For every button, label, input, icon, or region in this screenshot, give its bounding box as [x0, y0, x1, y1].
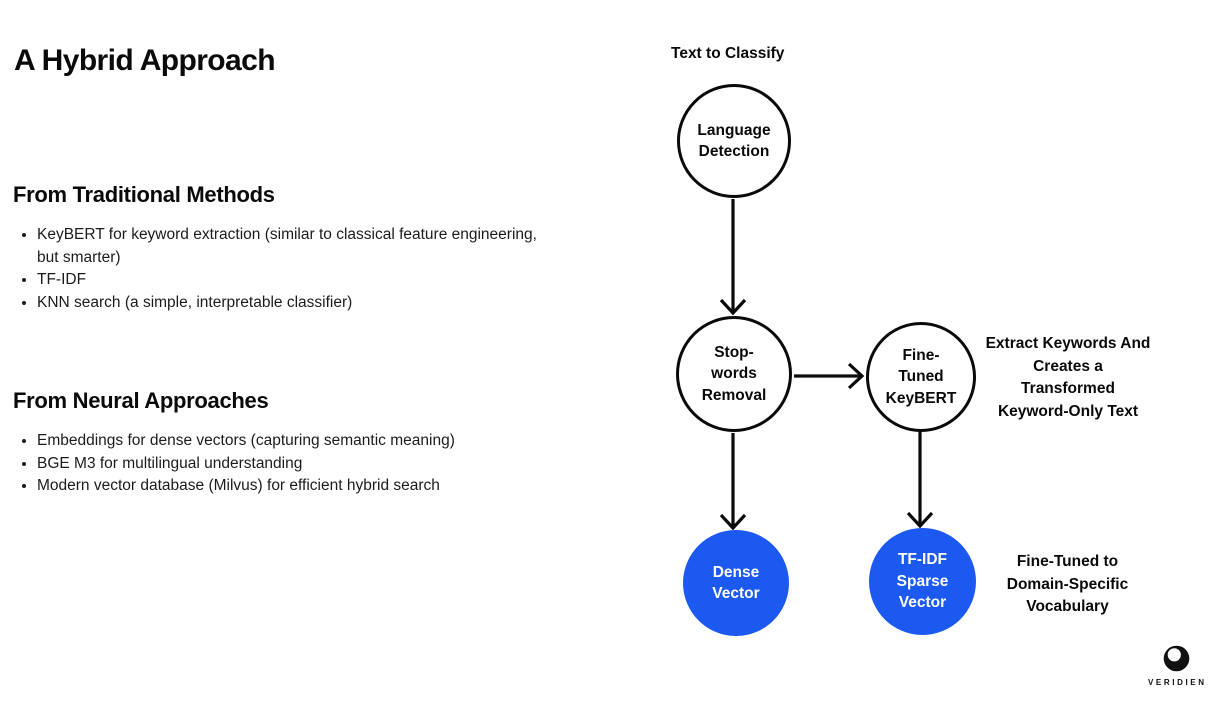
- list-item: Embeddings for dense vectors (capturing …: [37, 430, 455, 453]
- node-language-detection: Language Detection: [677, 84, 791, 198]
- keybert-annotation: Extract Keywords And Creates a Transform…: [985, 335, 1151, 420]
- arrow-stopwords-to-dense: [719, 433, 747, 531]
- section-heading-traditional: From Traditional Methods: [13, 182, 275, 207]
- node-finetuned-keybert: Fine- Tuned KeyBERT: [866, 322, 976, 432]
- arrow-keybert-to-tfidf: [906, 430, 934, 529]
- node-stopwords-removal: Stop- words Removal: [676, 316, 792, 432]
- neural-approaches-list: Embeddings for dense vectors (capturing …: [17, 430, 455, 498]
- section-heading-neural: From Neural Approaches: [13, 388, 269, 413]
- list-item: KeyBERT for keyword extraction (similar …: [37, 224, 542, 269]
- page-title: A Hybrid Approach: [14, 44, 276, 77]
- list-item: Modern vector database (Milvus) for effi…: [37, 475, 455, 498]
- node-tfidf-sparse-vector: TF-IDF Sparse Vector: [869, 528, 976, 635]
- node-dense-vector: Dense Vector: [683, 530, 789, 636]
- arrow-stopwords-to-keybert: [794, 362, 865, 390]
- veridien-logo-icon: [1163, 645, 1189, 672]
- list-item: BGE M3 for multilingual understanding: [37, 453, 455, 476]
- vocabulary-annotation: Fine-Tuned to Domain-Specific Vocabulary: [1006, 553, 1129, 615]
- list-item: KNN search (a simple, interpretable clas…: [37, 292, 542, 315]
- arrow-language-to-stopwords: [719, 199, 747, 316]
- brand-footer: VERIDIEN: [1136, 645, 1216, 687]
- brand-name: VERIDIEN: [1148, 678, 1207, 687]
- list-item: TF-IDF: [37, 269, 542, 292]
- traditional-methods-list: KeyBERT for keyword extraction (similar …: [17, 224, 542, 314]
- diagram-input-label: Text to Classify: [671, 45, 785, 62]
